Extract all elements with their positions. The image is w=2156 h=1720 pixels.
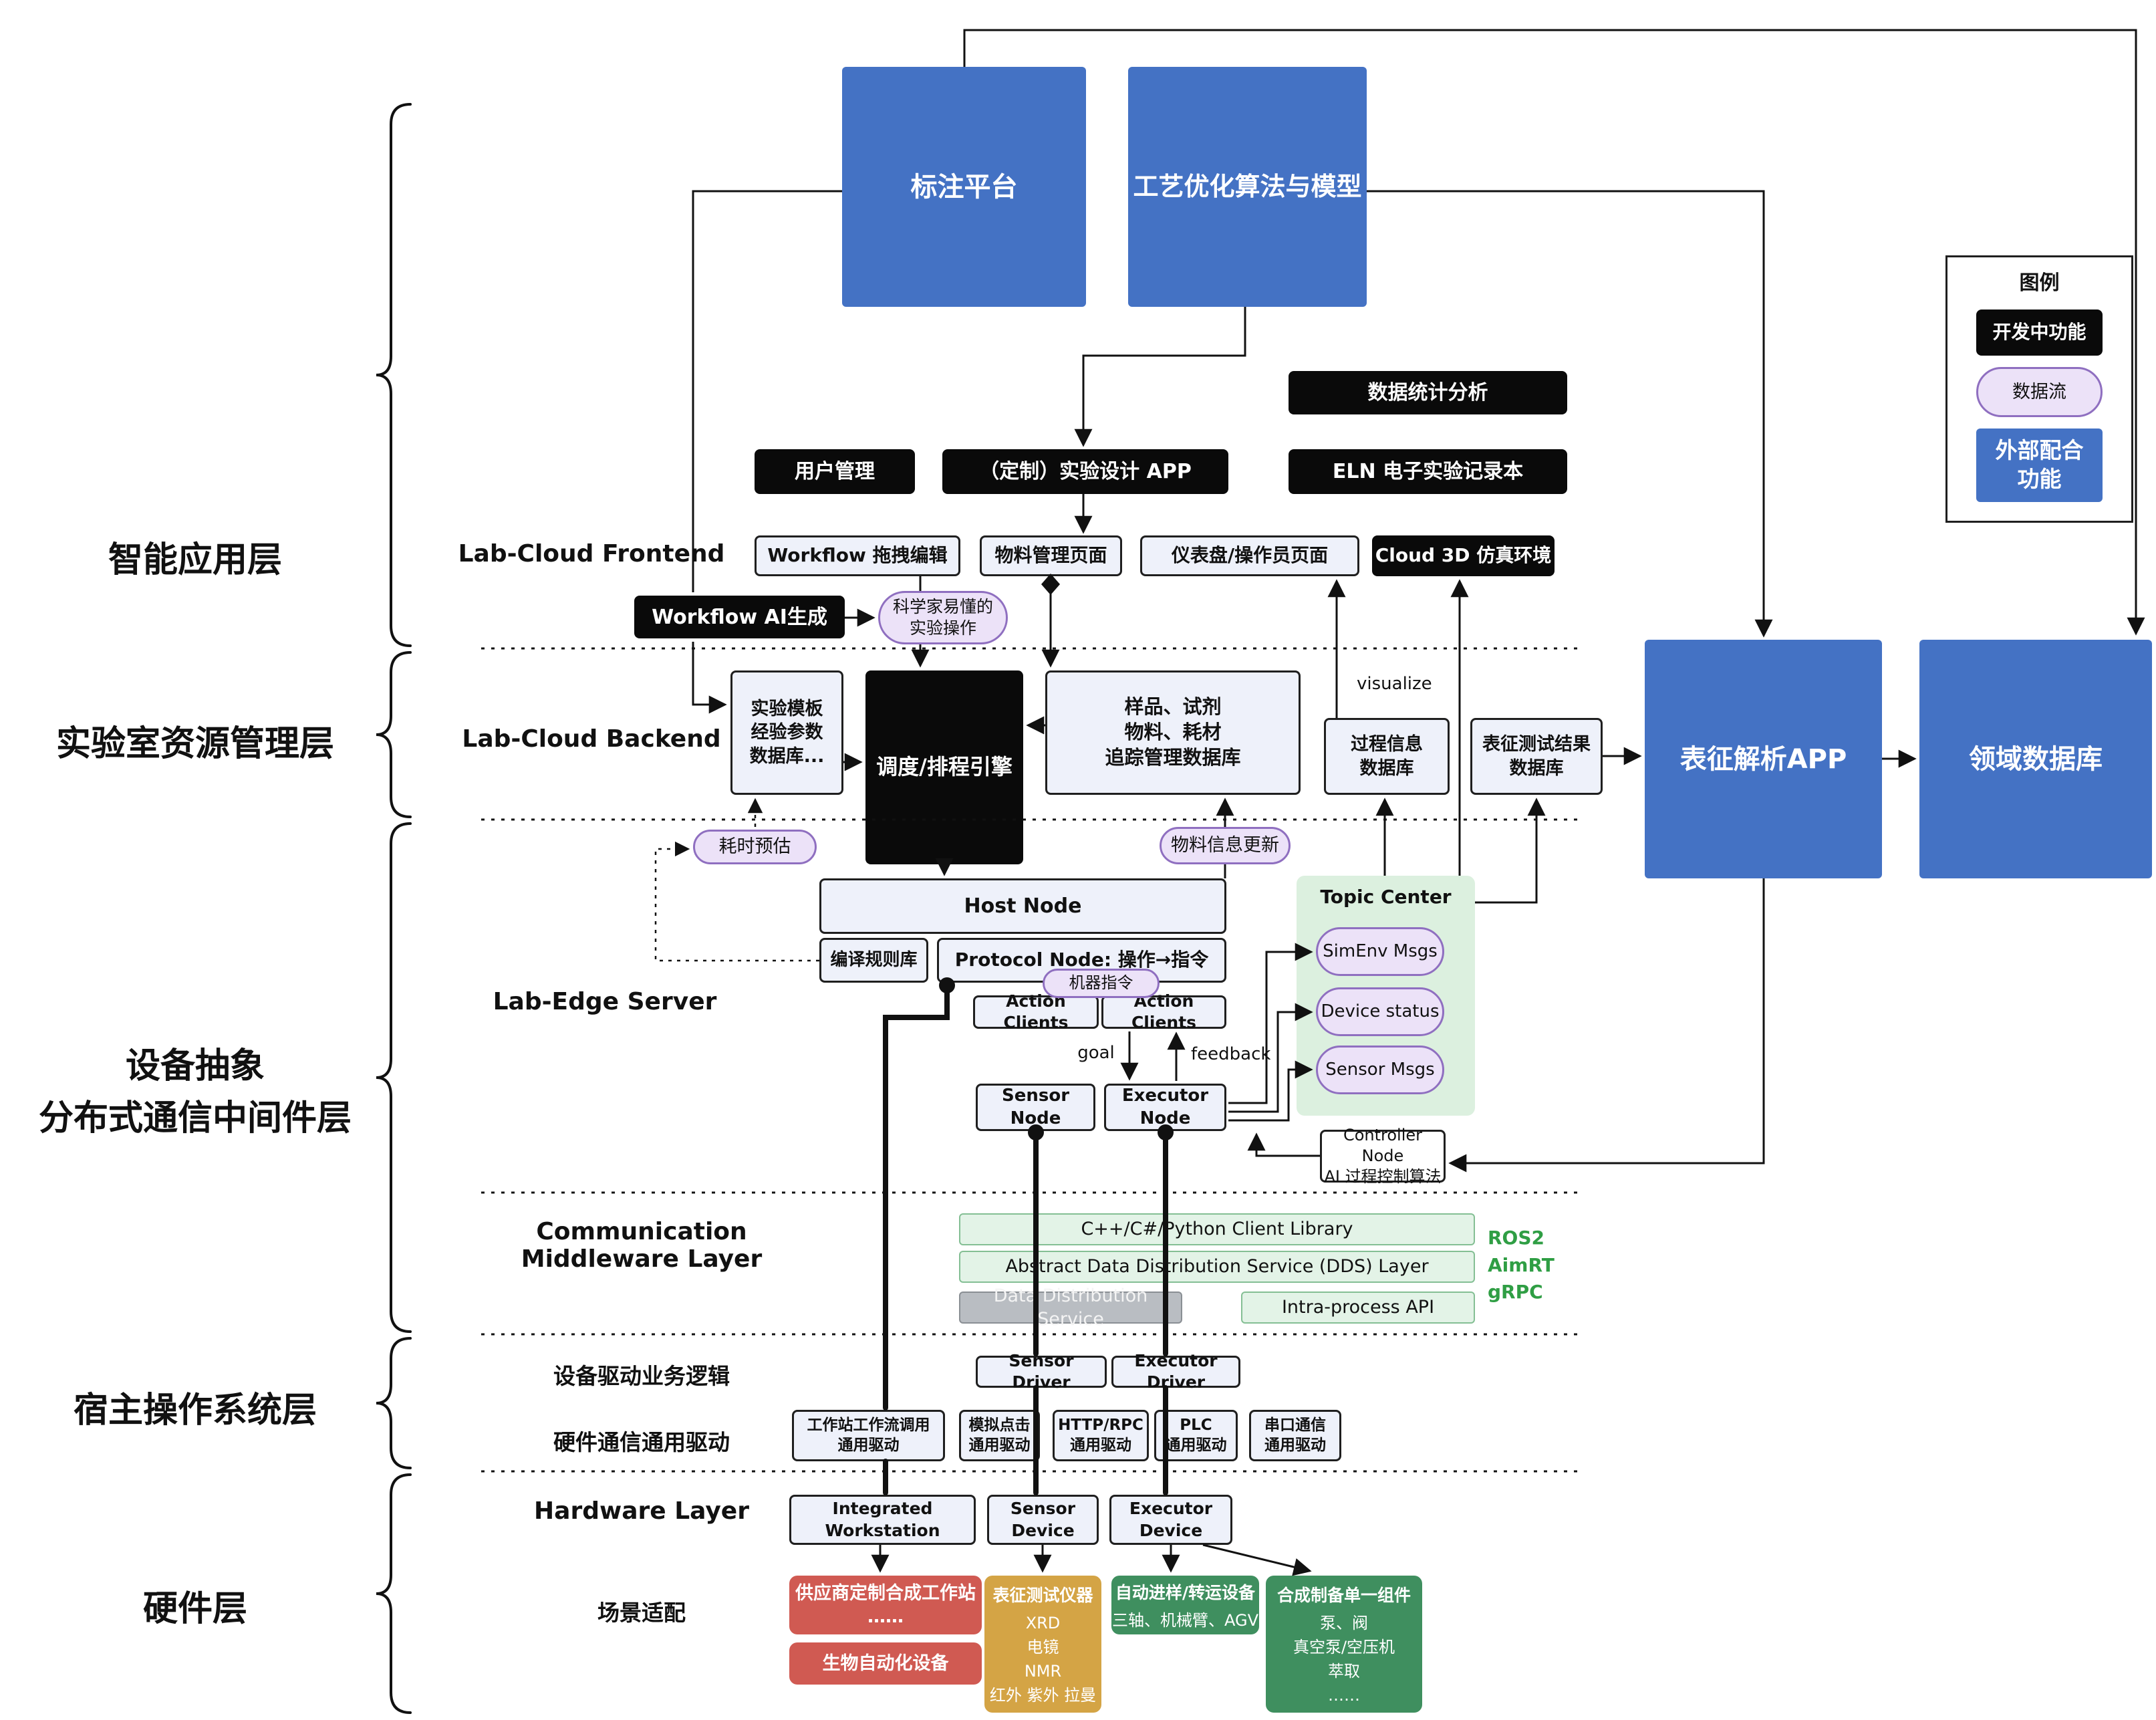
workflow-edit-box: Workflow 拖拽编辑 <box>755 535 960 576</box>
layer-label-hardware: 硬件层 <box>142 1589 247 1629</box>
comm-section-label: Communication Middleware Layer <box>521 1218 763 1273</box>
frontend-section-label: Lab-Cloud Frontend <box>458 540 725 568</box>
visualize-label: visualize <box>1357 674 1432 694</box>
legend-data-flow: 数据流 <box>1976 367 2103 417</box>
legend-title: 图例 <box>2019 271 2060 295</box>
workflow-ai-box: Workflow AI生成 <box>634 596 845 638</box>
action-clients-box-1: Action Clients <box>973 991 1099 1032</box>
hw-comm-driver-label: 硬件通信通用驱动 <box>553 1429 730 1455</box>
cloud3d-box: Cloud 3D 仿真环境 <box>1372 535 1555 576</box>
sensor-node-box: Sensor Node <box>976 1084 1095 1131</box>
vendor-workstation-box: 供应商定制合成工作站 …… <box>789 1576 982 1634</box>
executor-node-box: Executor Node <box>1104 1084 1226 1131</box>
plc-driver-box: PLC 通用驱动 <box>1154 1410 1238 1461</box>
domain-db-box: 领域数据库 <box>1919 640 2152 878</box>
bio-automation-box: 生物自动化设备 <box>789 1642 982 1685</box>
layer-label-line2: 分布式通信中间件层 <box>38 1098 352 1138</box>
vendor-workstation-label: 供应商定制合成工作站 …… <box>795 1582 976 1627</box>
custom-design-app-box: （定制）实验设计 APP <box>942 449 1228 494</box>
transfer-device-items: 三轴、机械臂、AGV <box>1111 1610 1258 1630</box>
annotation-platform-box: 标注平台 <box>842 67 1086 307</box>
char-result-db-box: 表征测试结果 数据库 <box>1470 718 1603 795</box>
http-rpc-driver-box: HTTP/RPC 通用驱动 <box>1053 1410 1149 1461</box>
middleware-stack-label: ROS2 AimRT gRPC <box>1488 1227 1555 1304</box>
sensor-driver-box: Sensor Driver <box>976 1351 1107 1392</box>
sensor-msgs-pill: Sensor Msgs <box>1316 1046 1444 1094</box>
machine-cmd-pill: 机器指令 <box>1043 969 1160 998</box>
material-page-box: 物料管理页面 <box>980 535 1122 576</box>
executor-device-box: Executor Device <box>1109 1495 1232 1545</box>
process-optimization-box: 工艺优化算法与模型 <box>1128 67 1367 307</box>
material-update-pill: 物料信息更新 <box>1160 827 1291 864</box>
template-db-box: 实验模板 经验参数 数据库... <box>730 670 843 795</box>
transfer-device-title: 自动进样/转运设备 <box>1115 1583 1256 1602</box>
synthesis-component-box: 合成制备单一组件 泵、阀 真空泵/空压机 萃取 …… <box>1266 1576 1422 1713</box>
scheduler-box: 调度/排程引擎 <box>865 670 1023 864</box>
edge-section-label: Lab-Edge Server <box>493 988 717 1015</box>
dds-box: Data Distribution Service <box>959 1285 1182 1330</box>
dds-abstract-box: Abstract Data Distribution Service (DDS)… <box>959 1251 1475 1283</box>
sensor-device-box: Sensor Device <box>987 1495 1099 1545</box>
layer-label-device-abstraction: 设备抽象分布式通信中间件层 <box>21 1040 369 1144</box>
time-estimate-pill: 耗时预估 <box>693 830 817 864</box>
layer-label-host-os: 宿主操作系统层 <box>73 1390 317 1431</box>
synthesis-component-items: 泵、阀 真空泵/空压机 萃取 …… <box>1293 1613 1395 1705</box>
char-instrument-title: 表征测试仪器 <box>992 1586 1093 1605</box>
layer-label-line1: 设备抽象 <box>125 1046 265 1086</box>
synthesis-component-title: 合成制备单一组件 <box>1276 1586 1411 1605</box>
layer-braces <box>376 103 412 1714</box>
intra-process-api-box: Intra-process API <box>1241 1292 1475 1324</box>
char-instrument-items: XRD 电镜 NMR 红外 紫外 拉曼 …… <box>989 1613 1097 1720</box>
serial-driver-box: 串口通信 通用驱动 <box>1249 1410 1341 1461</box>
topic-center-title: Topic Center <box>1320 886 1452 908</box>
process-db-box: 过程信息 数据库 <box>1324 718 1450 795</box>
char-instrument-box: 表征测试仪器 XRD 电镜 NMR 红外 紫外 拉曼 …… <box>984 1576 1101 1720</box>
bio-automation-label: 生物自动化设备 <box>822 1652 949 1674</box>
backend-section-label: Lab-Cloud Backend <box>462 725 721 753</box>
user-mgmt-box: 用户管理 <box>755 449 915 494</box>
legend-dev-feature: 开发中功能 <box>1976 310 2103 356</box>
goal-label: goal <box>1077 1043 1115 1063</box>
data-stats-box: 数据统计分析 <box>1289 371 1567 414</box>
controller-node-box: Controller Node AI 过程控制算法 <box>1320 1126 1446 1186</box>
hardware-section-label: Hardware Layer <box>534 1497 749 1525</box>
layer-label-resource-mgmt: 实验室资源管理层 <box>55 724 334 764</box>
simenv-msgs-pill: SimEnv Msgs <box>1316 927 1444 976</box>
dashboard-box: 仪表盘/操作员页面 <box>1140 535 1359 576</box>
eln-box: ELN 电子实验记录本 <box>1289 449 1567 494</box>
layer-label-intelligent-app: 智能应用层 <box>108 540 282 580</box>
char-analysis-app-box: 表征解析APP <box>1645 640 1882 878</box>
executor-driver-box: Executor Driver <box>1111 1351 1240 1392</box>
integrated-workstation-box: Integrated Workstation <box>789 1495 976 1545</box>
click-driver-box: 模拟点击 通用驱动 <box>959 1410 1040 1461</box>
scientist-ops-pill: 科学家易懂的 实验操作 <box>878 591 1008 644</box>
device-status-pill: Device status <box>1316 987 1444 1036</box>
workstation-driver-box: 工作站工作流调用 通用驱动 <box>792 1410 945 1461</box>
action-clients-box-2: Action Clients <box>1101 991 1226 1032</box>
legend-external-feature: 外部配合 功能 <box>1976 428 2103 502</box>
compile-rules-box: 编译规则库 <box>819 938 928 983</box>
driver-logic-label: 设备驱动业务逻辑 <box>553 1363 730 1389</box>
feedback-label: feedback <box>1191 1044 1271 1064</box>
client-library-box: C++/C#/Python Client Library <box>959 1213 1475 1245</box>
tracking-db-box: 样品、试剂 物料、耗材 追踪管理数据库 <box>1045 670 1301 795</box>
transfer-device-box: 自动进样/转运设备 三轴、机械臂、AGV <box>1111 1576 1259 1634</box>
host-node-box: Host Node <box>819 878 1226 934</box>
scene-adapt-label: 场景适配 <box>597 1600 686 1626</box>
